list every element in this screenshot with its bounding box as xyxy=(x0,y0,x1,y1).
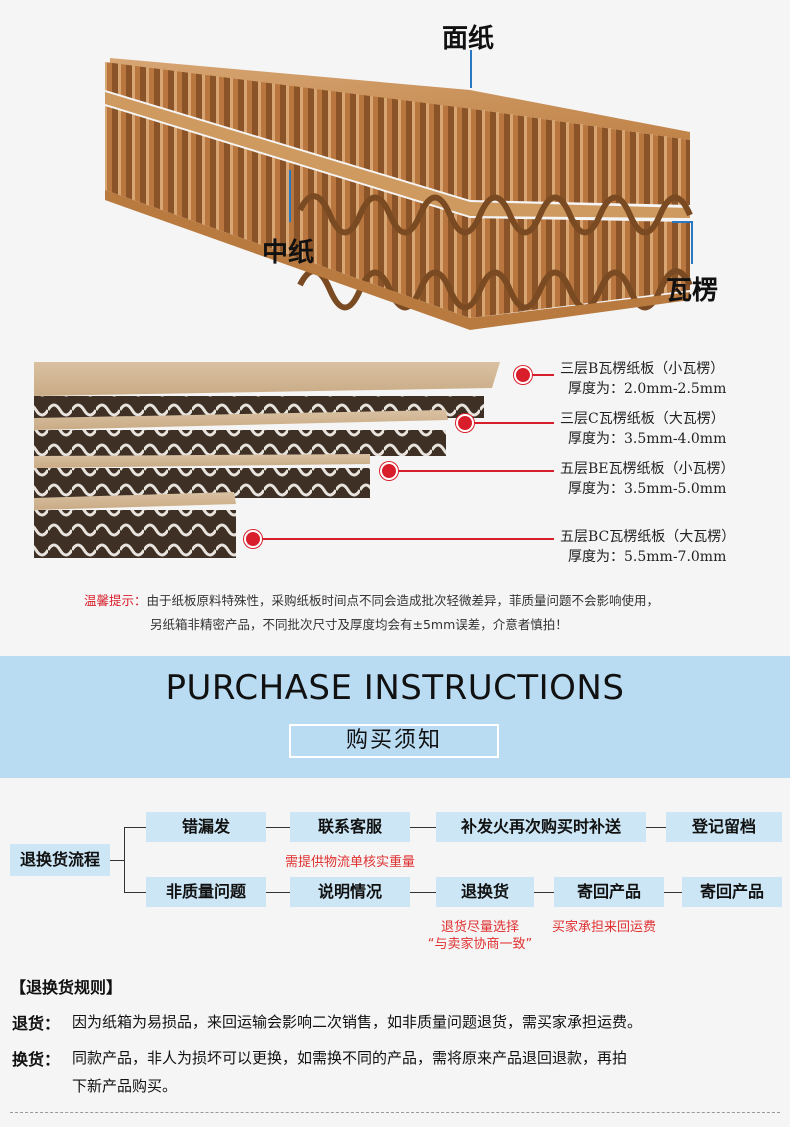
flow-connector xyxy=(266,827,290,828)
pin-line-board-c xyxy=(474,422,554,424)
pin-line-board-bc xyxy=(262,538,554,540)
flow-step-box: 补发火再次购买时补送 xyxy=(436,812,646,842)
tips-label: 温馨提示： xyxy=(84,593,147,608)
board-type-name: 三层C瓦楞纸板（大瓦楞） xyxy=(560,411,725,427)
top-liner-label: 面纸 xyxy=(442,24,495,54)
flow-connector xyxy=(410,827,436,828)
flow-step-box: 登记留档 xyxy=(666,812,782,842)
lower-flute-layer xyxy=(105,106,690,318)
board-stack-illustration xyxy=(34,362,500,558)
flow-connector xyxy=(124,827,125,893)
pin-board-b xyxy=(514,366,532,384)
flow-step-box: 退换货 xyxy=(436,877,534,907)
flow-connector xyxy=(110,860,124,861)
board-type-name: 五层BC瓦楞纸板（大瓦楞） xyxy=(560,529,736,545)
rules-title: 【退换货规则】 xyxy=(10,978,123,997)
pin-board-bc xyxy=(244,530,262,548)
middle-liner-sheet xyxy=(105,92,690,218)
banner-subtitle: 购买须知 xyxy=(289,724,499,758)
flow-step-box: 寄回产品 xyxy=(554,877,664,907)
board-type-name: 三层B瓦楞纸板（小瓦楞） xyxy=(560,361,725,377)
flow-connector xyxy=(664,892,682,893)
exchange-text-1: 同款产品，非人为损坏可以更换，如需换不同的产品，需将原来产品退回退款，再拍 xyxy=(72,1049,628,1067)
board-b-top xyxy=(34,362,500,396)
board-type-thickness: 厚度为：3.5mm-4.0mm xyxy=(568,431,727,447)
flow-connector xyxy=(646,827,666,828)
tips-line-1: 温馨提示：由于纸板原料特殊性，采购纸板时间点不同会造成批次轻微差异，菲质量问题不… xyxy=(84,590,659,609)
tips-line-2: 另纸箱非精密产品，不同批次尺寸及厚度均会有±5mm误差，介意者慎拍！ xyxy=(150,617,568,632)
board-type-thickness: 厚度为：5.5mm-7.0mm xyxy=(568,549,727,565)
flow-step-box: 说明情况 xyxy=(290,877,410,907)
return-text: 因为纸箱为易损品，来回运输会影响二次销售，如非质量问题退货，需买家承担运费。 xyxy=(72,1013,643,1031)
return-label: 退货： xyxy=(12,1014,61,1033)
board-c-top xyxy=(34,410,448,430)
flow-note: 需提供物流单核实重量 xyxy=(284,855,415,870)
board-bc-flute xyxy=(34,510,236,558)
board-types-section: 三层B瓦楞纸板（小瓦楞） 厚度为：2.0mm-2.5mm 三层C瓦楞纸板（大瓦楞… xyxy=(0,340,790,640)
board-type-thickness: 厚度为：2.0mm-2.5mm xyxy=(568,381,727,397)
pin-board-be xyxy=(380,462,398,480)
flow-step-box: 寄回产品 xyxy=(682,877,782,907)
flute-callout-line xyxy=(672,221,693,264)
exchange-text-2: 下新产品购买。 xyxy=(72,1077,178,1095)
flow-note: 买家承担来回运费 xyxy=(551,920,656,935)
top-liner-sheet xyxy=(110,58,690,140)
flow-step-box: 联系客服 xyxy=(290,812,410,842)
flow-step-box: 非质量问题 xyxy=(146,877,266,907)
return-flow-chart: 退换货流程 错漏发 联系客服 补发火再次购买时补送 登记留档 需提供物流单核实重… xyxy=(0,800,790,960)
board-c-flute xyxy=(34,430,446,456)
flow-connector xyxy=(534,892,554,893)
pin-board-c xyxy=(456,414,474,432)
pin-line-board-b xyxy=(532,374,554,376)
bottom-liner-sheet xyxy=(105,190,690,330)
board-be-top xyxy=(34,454,370,468)
pin-line-board-be xyxy=(398,470,554,472)
layer-diagram-section: 面纸 中纸 瓦楞 xyxy=(0,0,790,340)
banner-title: PURCHASE INSTRUCTIONS xyxy=(165,668,625,708)
flow-connector xyxy=(410,892,436,893)
flow-root-box: 退换货流程 xyxy=(10,844,110,876)
board-type-name: 五层BE瓦楞纸板（小瓦楞） xyxy=(560,461,735,477)
tips-text-1: 由于纸板原料特殊性，采购纸板时间点不同会造成批次轻微差异，菲质量问题不会影响使用… xyxy=(146,593,660,608)
bottom-divider xyxy=(10,1112,780,1113)
board-type-thickness: 厚度为：3.5mm-5.0mm xyxy=(568,481,727,497)
upper-flute-layer xyxy=(105,62,690,205)
middle-liner-label: 中纸 xyxy=(262,238,315,268)
flow-note: 退货尽量选择 xyxy=(440,920,519,935)
flow-note: “与卖家协商一致” xyxy=(427,937,533,952)
flow-connector xyxy=(266,892,290,893)
flow-step-box: 错漏发 xyxy=(146,812,266,842)
corrugated-layers-illustration xyxy=(105,50,693,330)
flute-wave-edge xyxy=(297,193,693,236)
exchange-label: 换货： xyxy=(12,1050,61,1069)
flow-connector xyxy=(124,827,146,828)
flute-label: 瓦楞 xyxy=(666,276,719,306)
flow-connector xyxy=(124,892,146,893)
board-bc-top xyxy=(34,492,236,510)
